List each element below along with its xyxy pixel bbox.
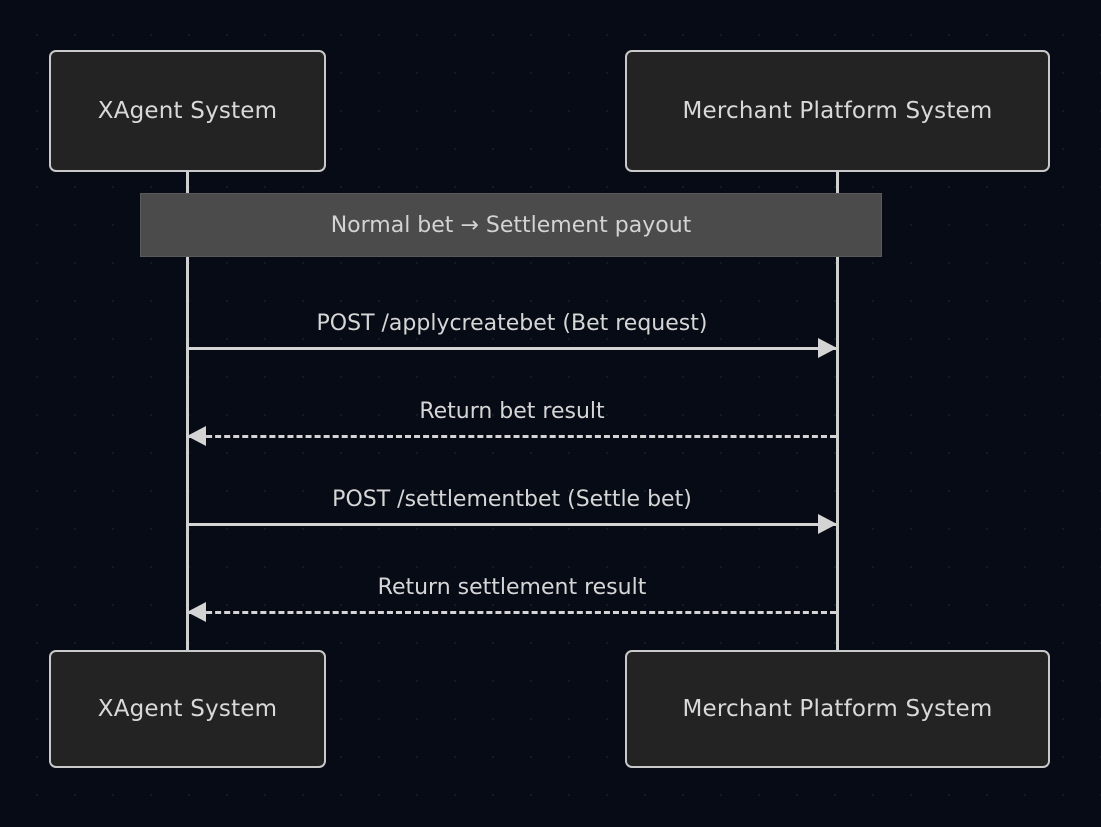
- group-label-bar: Normal bet → Settlement payout: [140, 193, 882, 257]
- participant-label-xagent-bottom: XAgent System: [97, 696, 278, 722]
- message-4-line: [188, 611, 836, 614]
- lifeline-merchant: [836, 172, 839, 654]
- message-2-arrowhead-icon: [187, 426, 206, 446]
- message-4-arrowhead-icon: [187, 602, 206, 622]
- message-3-line: [188, 523, 836, 526]
- participant-box-xagent-bottom[interactable]: XAgent System: [49, 650, 326, 768]
- participant-label-xagent-top: XAgent System: [97, 98, 278, 124]
- message-2-label: Return bet result: [419, 399, 605, 424]
- message-3-label: POST /settlementbet (Settle bet): [332, 487, 692, 512]
- message-3-arrowhead-icon: [818, 514, 837, 534]
- group-label-text: Normal bet → Settlement payout: [330, 212, 692, 238]
- message-1-line: [188, 347, 836, 350]
- participant-box-merchant-bottom[interactable]: Merchant Platform System: [625, 650, 1050, 768]
- message-1-label: POST /applycreatebet (Bet request): [316, 311, 708, 336]
- message-1-arrowhead-icon: [818, 338, 837, 358]
- participant-label-merchant-top: Merchant Platform System: [682, 98, 993, 124]
- lifeline-xagent: [186, 172, 189, 654]
- participant-label-merchant-bottom: Merchant Platform System: [682, 696, 993, 722]
- participant-box-xagent-top[interactable]: XAgent System: [49, 50, 326, 172]
- participant-box-merchant-top[interactable]: Merchant Platform System: [625, 50, 1050, 172]
- message-4-label: Return settlement result: [377, 575, 647, 600]
- message-2-line: [188, 435, 836, 438]
